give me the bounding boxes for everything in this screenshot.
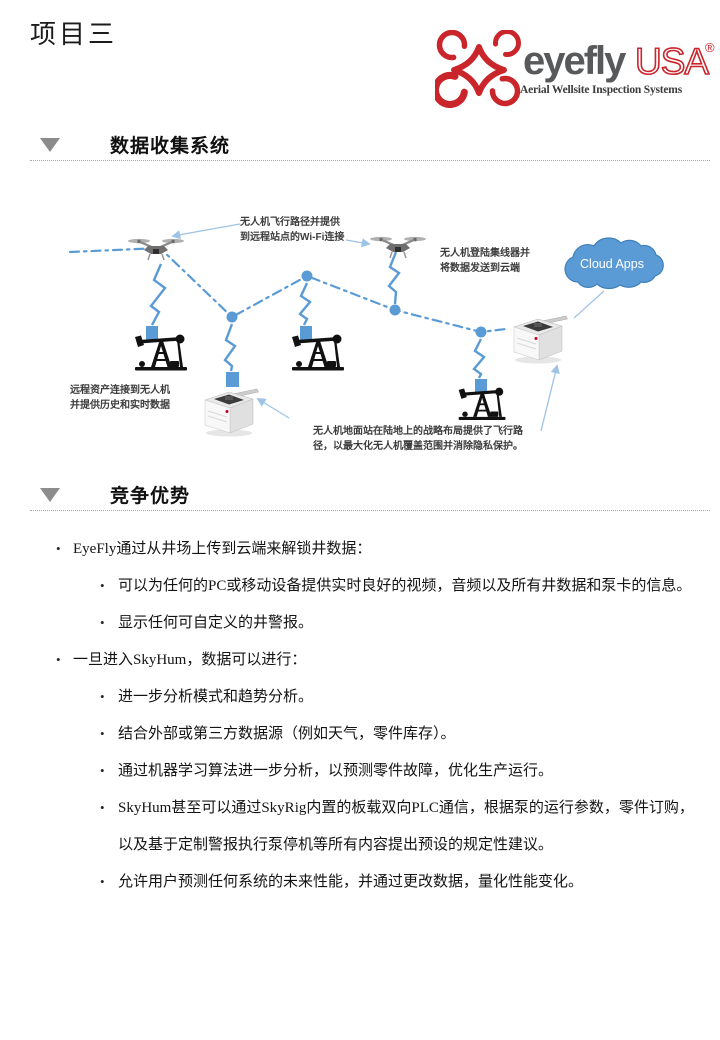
section-header-data-collection: 数据收集系统: [0, 131, 720, 167]
annotation-ground-station: 无人机地面站在陆地上的战略布局提供了飞行路 径，以最大化无人机覆盖范围并消除隐私…: [313, 426, 523, 452]
wifi-lightning-icons: [149, 251, 486, 379]
list-item: •通过机器学习算法进一步分析，以预测零件故障，优化生产运行。: [0, 760, 720, 782]
pumpjack-icon: [135, 334, 187, 371]
waypoint-dots: [226, 270, 487, 338]
list-item: •EyeFly通过从井场上传到云端来解锁井数据：: [0, 538, 720, 560]
ground-station-icon: [513, 315, 568, 364]
logo-wordmark: eyefly USA ®: [523, 39, 715, 83]
list-item: •允许用户预测任何系统的未来性能，并通过更改数据，量化性能变化。: [0, 871, 720, 893]
list-item: •一旦进入SkyHum，数据可以进行：: [0, 649, 720, 671]
list-item-continuation: 以及基于定制警报执行泵停机等所有内容提出预设的规定性建议。: [118, 837, 554, 853]
registered-mark: ®: [705, 40, 715, 55]
dotted-divider: [30, 160, 710, 161]
eyefly-logo: eyefly USA ® Aerial Wellsite Inspection …: [433, 28, 718, 110]
list-item: •结合外部或第三方数据源（例如天气，零件库存）。: [0, 723, 720, 745]
section-header-competitive-advantage: 竞争优势: [0, 481, 720, 517]
ground-station-icon: [204, 388, 259, 437]
pumpjack-icon: [292, 334, 344, 371]
annotation-flight-path: 无人机飞行路径并提供 到远程站点的Wi-Fi连接: [240, 217, 345, 243]
logo-tagline: Aerial Wellsite Inspection Systems: [520, 84, 682, 96]
data-collection-diagram: 无人机飞行路径并提供 到远程站点的Wi-Fi连接 无人机登陆集线器并 将数据发送…: [0, 178, 720, 478]
section-title: 数据收集系统: [110, 136, 231, 157]
logo-suffix-text: USA: [635, 41, 709, 82]
section-title: 竞争优势: [110, 486, 191, 507]
triangle-marker-icon: [40, 488, 60, 502]
list-item: •进一步分析模式和趋势分析。: [0, 686, 720, 708]
sensor-node-icons: [146, 326, 487, 393]
bullet-icon: •: [100, 615, 105, 630]
triangle-marker-icon: [40, 138, 60, 152]
bullet-icon: •: [56, 652, 61, 667]
callout-arrows: [171, 223, 560, 432]
advantages-list: •EyeFly通过从井场上传到云端来解锁井数据： •可以为任何的PC或移动设备提…: [0, 538, 720, 908]
list-item: •显示任何可自定义的井警报。: [0, 612, 720, 634]
annotation-remote-assets: 远程资产连接到无人机 并提供历史和实时数据: [70, 385, 170, 411]
drone-logo-icon: [435, 30, 521, 108]
page-title: 项目三: [30, 20, 118, 49]
list-item: •可以为任何的PC或移动设备提供实时良好的视频，音频以及所有井数据和泵卡的信息。: [0, 575, 720, 597]
cloud-apps-label: Cloud Apps: [580, 257, 644, 271]
logo-brand-text: eyefly: [523, 39, 627, 83]
bullet-icon: •: [100, 800, 105, 815]
bullet-icon: •: [100, 578, 105, 593]
bullet-icon: •: [100, 874, 105, 889]
annotation-hub-upload: 无人机登陆集线器并 将数据发送到云端: [440, 248, 530, 274]
drone-icon: [368, 235, 428, 260]
diagram-canvas: [68, 223, 664, 437]
bullet-icon: •: [100, 763, 105, 778]
list-item: •SkyHum甚至可以通过SkyRig内置的板载双向PLC通信，根据泵的运行参数…: [0, 797, 720, 819]
bullet-icon: •: [100, 726, 105, 741]
station-cloud-link: [573, 290, 605, 319]
dotted-divider: [30, 510, 710, 511]
cloud-icon: [564, 237, 664, 290]
pumpjack-icon: [458, 387, 506, 421]
bullet-icon: •: [100, 689, 105, 704]
bullet-icon: •: [56, 541, 61, 556]
